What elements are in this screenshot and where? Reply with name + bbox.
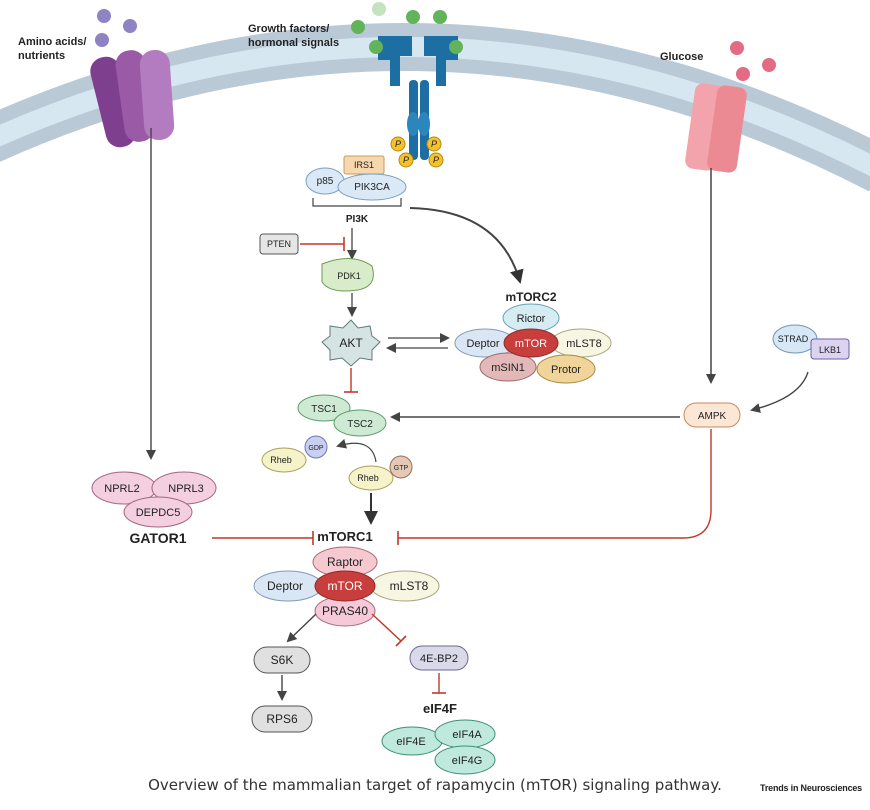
amino-acids-label: Amino acids/ nutrients bbox=[18, 36, 90, 62]
mtorc2-mlst8-label: mLST8 bbox=[566, 338, 601, 350]
eif4g-node bbox=[434, 745, 496, 775]
glucose-transporter bbox=[685, 83, 747, 173]
gdp-node bbox=[304, 435, 328, 459]
mtorc1-deptor-label: Deptor bbox=[267, 579, 303, 593]
eif4g-label: eIF4G bbox=[452, 755, 483, 767]
gtp-node bbox=[389, 455, 413, 479]
depdc5-label: DEPDC5 bbox=[136, 507, 181, 519]
rps6-label: RPS6 bbox=[266, 712, 298, 726]
rps6-node bbox=[251, 705, 313, 733]
gator1-title: GATOR1 bbox=[129, 530, 186, 546]
figure-caption: Overview of the mammalian target of rapa… bbox=[148, 776, 722, 794]
protor-node bbox=[536, 354, 596, 384]
eif4f-title: eIF4F bbox=[423, 701, 457, 716]
pten-node bbox=[259, 233, 299, 255]
ampk-node bbox=[683, 402, 741, 428]
amino-acid-transporter bbox=[90, 50, 175, 148]
tsc1-node bbox=[297, 394, 351, 422]
amino-acids-label-line2: nutrients bbox=[18, 50, 65, 62]
pten-label: PTEN bbox=[267, 239, 291, 249]
phosphate-groups bbox=[390, 136, 444, 168]
tsc2-node bbox=[333, 409, 387, 437]
mtorc1-mtor-node bbox=[314, 570, 376, 602]
rheb-gdp-label: Rheb bbox=[270, 455, 292, 465]
4ebp2-node bbox=[409, 645, 469, 671]
nprl2-label: NPRL2 bbox=[104, 483, 139, 495]
mtorc2-mtor-label: mTOR bbox=[515, 338, 547, 350]
s6k-node bbox=[253, 646, 311, 674]
pi3k-bracket bbox=[312, 198, 402, 207]
gdp-label: GDP bbox=[308, 445, 324, 452]
rheb-cycle-arrow bbox=[336, 438, 377, 463]
journal-name: Trends in Neurosciences bbox=[760, 783, 862, 793]
mtorc2-mtor-node bbox=[503, 328, 559, 358]
mtorc2-deptor-label: Deptor bbox=[466, 338, 499, 350]
tsc2-label: TSC2 bbox=[347, 419, 373, 430]
amino-acid-molecules bbox=[95, 9, 137, 47]
eif4a-label: eIF4A bbox=[452, 729, 482, 741]
phospho-label: P bbox=[431, 139, 437, 149]
mtorc1-mtor-label: mTOR bbox=[327, 579, 362, 593]
rictor-label: Rictor bbox=[517, 313, 546, 325]
rheb-gdp-node bbox=[261, 447, 307, 473]
growth-factors-label-line2: hormonal signals bbox=[248, 37, 339, 49]
irs1-label: IRS1 bbox=[354, 160, 374, 170]
mtor-pathway-diagram: Amino acids/ nutrients P P P P Growth fa… bbox=[0, 2, 870, 775]
growth-factor-molecules bbox=[351, 2, 447, 34]
gtp-label: GTP bbox=[394, 465, 409, 472]
amino-acids-label-line1: Amino acids/ bbox=[18, 36, 86, 48]
tsc1-label: TSC1 bbox=[311, 404, 337, 415]
protor-label: Protor bbox=[551, 364, 581, 376]
growth-factors-label: Growth factors/ hormonal signals bbox=[248, 23, 339, 49]
msin1-label: mSIN1 bbox=[491, 362, 525, 374]
akt-label: AKT bbox=[339, 336, 363, 350]
mtorc1-title: mTORC1 bbox=[317, 529, 372, 544]
pras40-label: PRAS40 bbox=[322, 604, 368, 618]
p85-label: p85 bbox=[317, 176, 334, 187]
pi3k-to-mtorc2-arrow bbox=[409, 207, 524, 284]
mtorc1-to-s6k-arrow bbox=[286, 613, 317, 643]
growth-factor-receptor bbox=[369, 36, 463, 160]
msin1-node bbox=[479, 352, 537, 382]
strad-label: STRAD bbox=[778, 334, 809, 344]
ampk-inhibits-mtorc1-arrow bbox=[398, 429, 712, 539]
s6k-label: S6K bbox=[271, 653, 294, 667]
pik3ca-node bbox=[337, 173, 407, 201]
phospho-label: P bbox=[403, 155, 409, 165]
phospho-label: P bbox=[395, 139, 401, 149]
lkb1-to-ampk-arrow bbox=[750, 371, 809, 413]
4ebp2-label: 4E-BP2 bbox=[420, 653, 458, 665]
lkb1-node bbox=[810, 338, 850, 360]
pdk1-label: PDK1 bbox=[337, 271, 361, 281]
mtorc2-title: mTORC2 bbox=[505, 290, 556, 304]
depdc5-node bbox=[123, 496, 193, 528]
pdk1-node bbox=[321, 258, 374, 292]
mtorc1-inhibits-4ebp2-arrow bbox=[371, 613, 402, 642]
eif4e-label: eIF4E bbox=[396, 736, 425, 748]
ampk-label: AMPK bbox=[698, 411, 727, 422]
nprl3-label: NPRL3 bbox=[168, 483, 203, 495]
phospho-label: P bbox=[433, 155, 439, 165]
lkb1-label: LKB1 bbox=[819, 345, 841, 355]
akt-node bbox=[321, 319, 381, 367]
raptor-label: Raptor bbox=[327, 555, 363, 569]
rheb-gtp-node bbox=[348, 465, 394, 491]
pik3ca-label: PIK3CA bbox=[354, 182, 390, 193]
growth-factors-label-line1: Growth factors/ bbox=[248, 23, 329, 35]
mtorc1-mlst8-label: mLST8 bbox=[390, 579, 429, 593]
rheb-gtp-label: Rheb bbox=[357, 473, 379, 483]
pi3k-label: PI3K bbox=[346, 214, 369, 225]
glucose-molecules bbox=[730, 41, 776, 81]
glucose-label: Glucose bbox=[660, 51, 703, 63]
